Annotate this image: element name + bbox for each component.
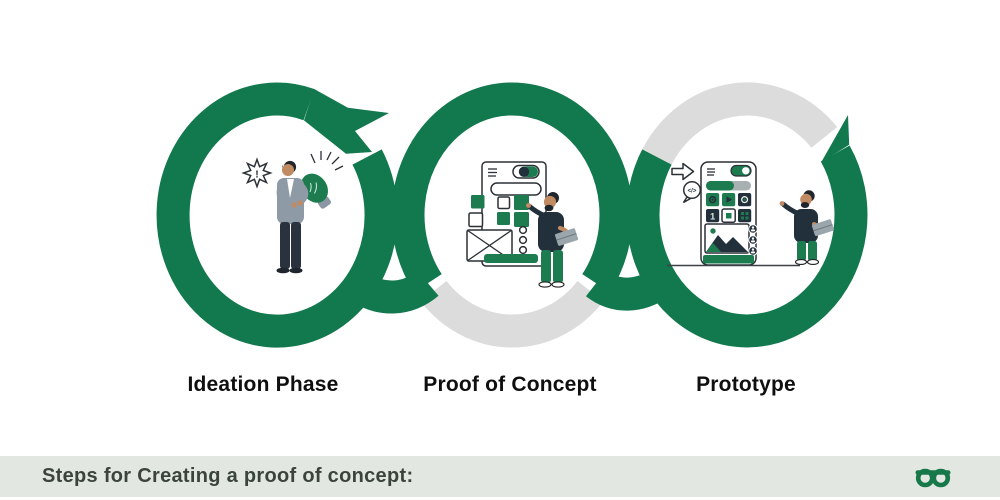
code-snippet-text: </> (688, 189, 697, 195)
poc-illustration (466, 161, 579, 288)
geeksforgeeks-logo-icon (915, 468, 951, 488)
idea-rays-icon (310, 151, 344, 171)
step-label-proof-of-concept: Proof of Concept (423, 373, 597, 396)
prototype-loop-ring (626, 115, 868, 348)
ring-gray-segments (420, 82, 838, 348)
radio-buttons-icon (518, 225, 528, 255)
footer-caption: Steps for Creating a proof of concept: (42, 465, 414, 487)
code-bubble-icon: </> (682, 180, 702, 204)
app-icon-grid: 1 (706, 193, 752, 223)
poc-person (526, 192, 579, 288)
phone-footer-bar (703, 255, 754, 264)
poc-ring-gray-arc (420, 280, 604, 348)
phone-hamburger-icon (707, 168, 715, 176)
search-bar (490, 182, 542, 196)
layout-blocks (468, 195, 529, 228)
step-label-prototype: Prototype (696, 373, 796, 396)
right-arrow-icon (671, 162, 695, 181)
progress-bar (706, 181, 751, 191)
prototype-illustration: </> (667, 161, 834, 267)
step-label-ideation: Ideation Phase (187, 373, 339, 396)
prototype-ring-tip-icon (821, 115, 850, 163)
image-placeholder-icon (466, 229, 513, 262)
panel-footer-bar (484, 254, 538, 263)
process-coil-graphic: ! (156, 82, 868, 348)
hamburger-menu-icon (488, 168, 497, 177)
ideation-person (276, 160, 309, 274)
ideation-illustration: ! (241, 151, 344, 274)
ideation-ring-arrowhead-icon (304, 89, 389, 154)
exclamation-mark: ! (255, 169, 259, 181)
prototype-ring-arc (626, 145, 868, 348)
avatar-list-icons (748, 224, 758, 256)
footer-bar: Steps for Creating a proof of concept: (0, 456, 1000, 497)
prototype-ring-gray-arc (635, 82, 838, 178)
ideation-ring-arc (156, 82, 398, 348)
poc-ring-arc (391, 82, 633, 293)
grid-number-text: 1 (710, 212, 716, 223)
phone-toggle-icon (730, 164, 752, 177)
photo-card-icon (704, 223, 750, 254)
prototype-person (779, 190, 834, 265)
toggle-icon (512, 164, 540, 179)
ideation-loop-ring (156, 82, 398, 348)
loop-bridge-left (349, 269, 439, 314)
exclamation-starburst-icon (241, 157, 273, 189)
